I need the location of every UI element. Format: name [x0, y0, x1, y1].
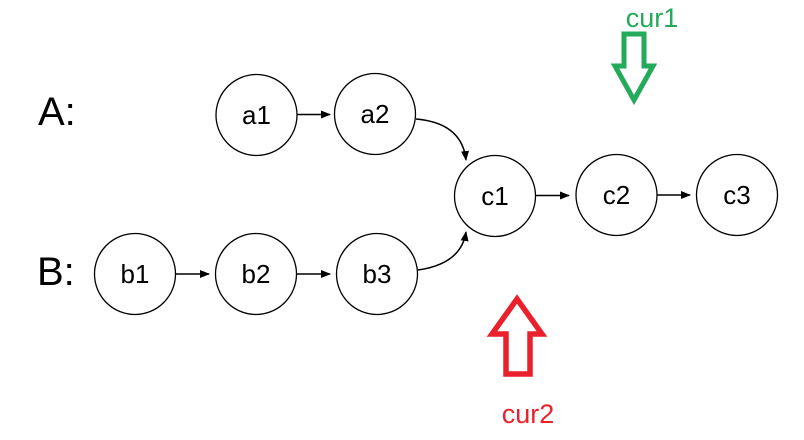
node-c3-circle — [695, 153, 779, 237]
node-a1-circle — [215, 73, 298, 157]
node-b3-circle — [335, 232, 419, 316]
cur2-pointer: cur2 — [486, 294, 555, 429]
node-c2: c2 — [575, 153, 658, 237]
node-c1: c1 — [453, 154, 537, 238]
edge-b3-c1 — [417, 231, 469, 271]
edge-group — [175, 110, 691, 278]
node-c3: c3 — [695, 153, 779, 237]
node-c1-label: c1 — [481, 181, 508, 211]
cur2-up-arrow-icon — [486, 294, 548, 377]
node-b3-label: b3 — [363, 259, 392, 289]
node-c3-label: c3 — [723, 180, 750, 210]
list-a-label: A: — [38, 90, 76, 134]
node-c2-label: c2 — [603, 180, 630, 210]
node-a2: a2 — [333, 72, 417, 156]
node-b2-label: b2 — [242, 259, 271, 289]
cur1-pointer: cur1 — [610, 3, 679, 106]
node-b1-circle — [93, 232, 177, 316]
node-b2-circle — [214, 232, 298, 316]
node-a2-label: a2 — [361, 99, 390, 129]
node-c2-circle — [575, 153, 658, 237]
cur1-down-arrow-icon — [610, 31, 658, 106]
node-b2: b2 — [214, 232, 298, 316]
node-a2-circle — [333, 72, 417, 156]
node-c1-circle — [453, 154, 537, 238]
cur2-label: cur2 — [502, 399, 555, 429]
node-a1-label: a1 — [242, 100, 271, 130]
list-a-row: a1 a2 — [215, 72, 417, 157]
list-b-label: B: — [37, 250, 75, 294]
list-b-row: b1 b2 b3 — [93, 232, 419, 316]
node-a1: a1 — [215, 73, 298, 157]
merged-list-row: c1 c2 c3 — [453, 153, 779, 238]
cur1-label: cur1 — [626, 3, 679, 33]
node-b1-label: b1 — [121, 259, 150, 289]
node-b1: b1 — [93, 232, 177, 316]
edge-a2-c1 — [415, 118, 470, 161]
node-b3: b3 — [335, 232, 419, 316]
